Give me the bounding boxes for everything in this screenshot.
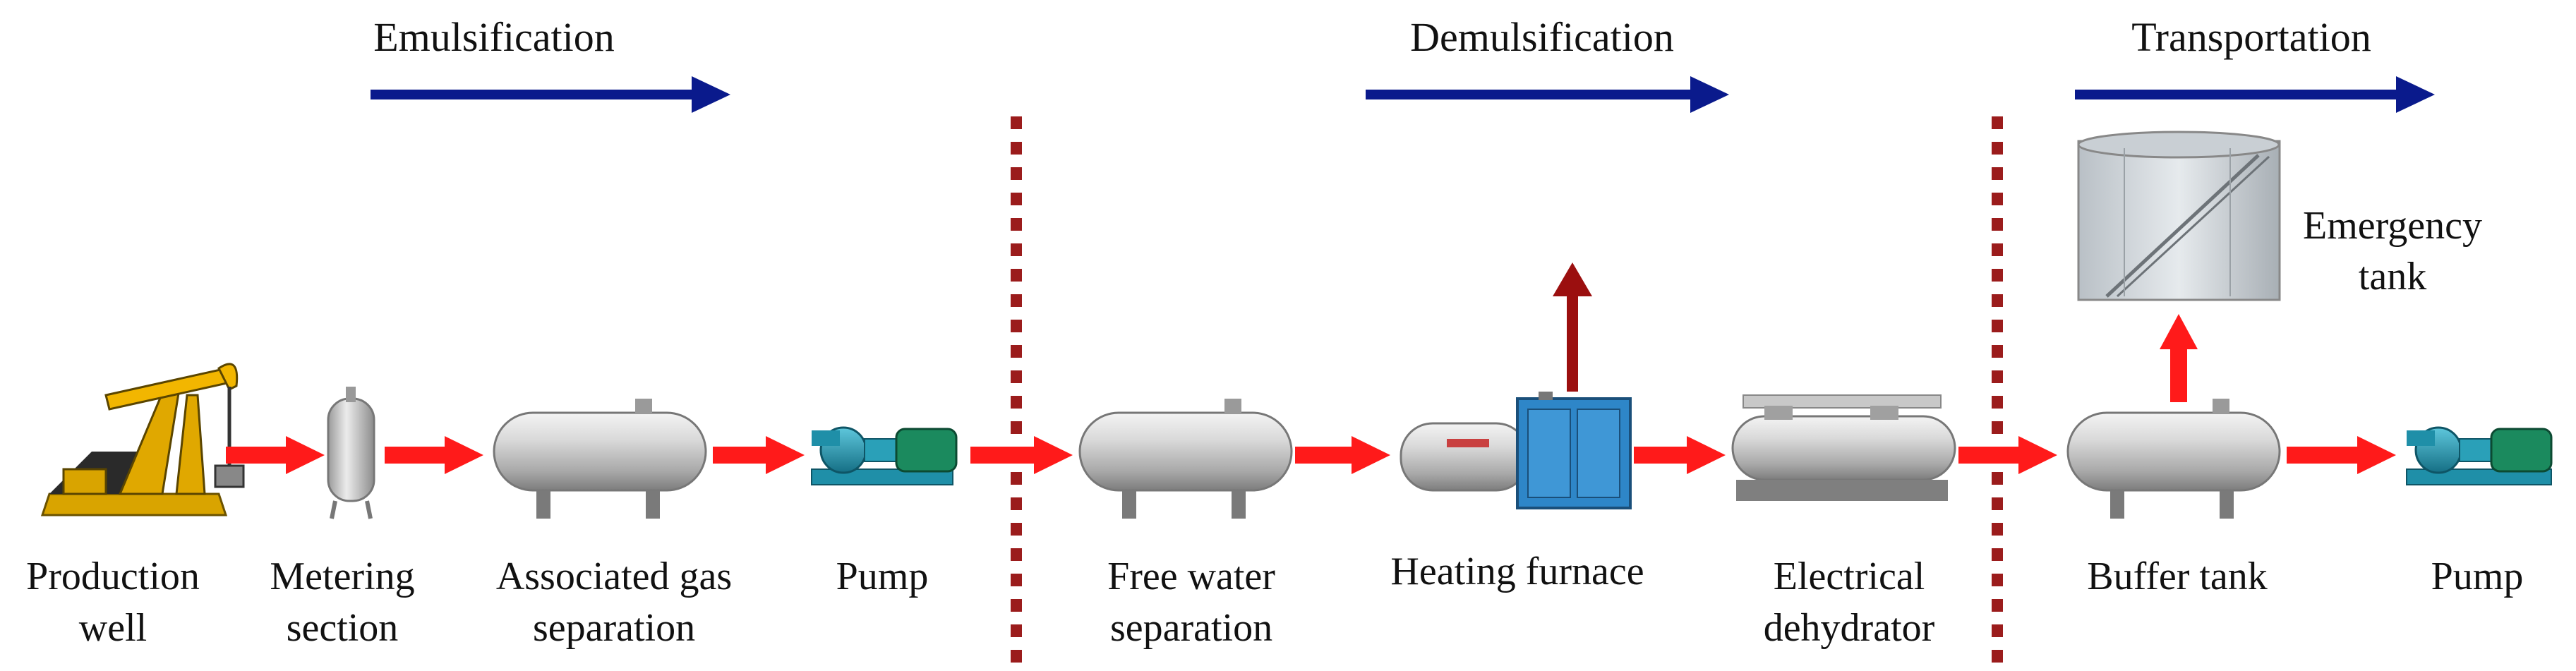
horizontal-separator-icon <box>493 399 707 519</box>
flow-arrow <box>385 436 483 474</box>
stage-arrow <box>1366 76 1729 113</box>
label-line: Pump <box>2431 555 2524 598</box>
pump-icon <box>811 426 958 485</box>
label-line: section <box>287 606 399 650</box>
stage-label: Emulsification <box>373 14 615 60</box>
component-label-emergency-tank: Emergency tank <box>2303 204 2482 298</box>
label-line: Heating furnace <box>1390 550 1644 593</box>
flow-arrow <box>970 436 1073 474</box>
label-line: Pump <box>836 555 929 598</box>
stage-demulsification: Demulsification <box>1366 14 1729 113</box>
label-line: Associated gas <box>496 555 732 598</box>
stage-arrow <box>2075 76 2435 113</box>
flow-arrow <box>226 436 325 474</box>
pumpjack-icon <box>40 363 245 516</box>
stage-arrow <box>371 76 730 113</box>
stage-transportation: Transportation <box>2075 14 2435 113</box>
component-label-production-well: Production well <box>26 555 200 650</box>
flow-arrow <box>1634 436 1726 474</box>
label-line: separation <box>533 606 695 650</box>
component-label-associated-gas-separation: Associated gas separation <box>496 555 732 650</box>
stage-label: Transportation <box>2131 14 2371 60</box>
storage-tank-icon <box>2077 131 2281 301</box>
pump-icon <box>2406 426 2553 485</box>
buffer-tank-icon <box>2066 399 2281 519</box>
flow-arrow <box>713 436 805 474</box>
component-label-heating-furnace: Heating furnace <box>1390 550 1644 593</box>
label-line: Free water <box>1107 555 1275 598</box>
label-line: Electrical <box>1774 555 1925 598</box>
label-line: Production <box>26 555 200 598</box>
component-label-buffer-tank: Buffer tank <box>2087 555 2268 598</box>
heating-furnace-icon <box>1400 392 1632 509</box>
label-line: well <box>79 606 147 650</box>
flow-arrow <box>2287 436 2396 474</box>
stage-emulsification: Emulsification <box>371 14 730 113</box>
component-label-free-water-separation: Free water separation <box>1107 555 1275 650</box>
component-label-electrical-dehydrator: Electrical dehydrator <box>1764 555 1935 650</box>
electrical-dehydrator-icon <box>1731 394 1956 501</box>
horizontal-separator-icon <box>1078 399 1293 519</box>
label-line: tank <box>2359 255 2426 298</box>
exhaust-arrow <box>1553 262 1592 392</box>
label-line: dehydrator <box>1764 606 1935 650</box>
flow-arrow-up <box>2160 314 2198 402</box>
flow-arrow <box>1295 436 1390 474</box>
flow-arrow <box>1958 436 2057 474</box>
metering-column-icon <box>327 387 375 519</box>
component-label-metering-section: Metering section <box>270 555 414 650</box>
label-line: Buffer tank <box>2087 555 2268 598</box>
label-line: Metering <box>270 555 414 598</box>
component-label-pump: Pump <box>2431 555 2524 598</box>
label-line: Emergency <box>2303 204 2482 248</box>
component-label-pump: Pump <box>836 555 929 598</box>
stage-label: Demulsification <box>1410 14 1674 60</box>
label-line: separation <box>1110 606 1272 650</box>
